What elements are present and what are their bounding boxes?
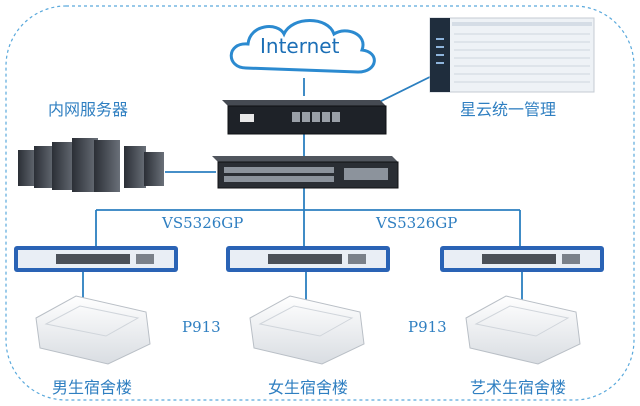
internet-cloud	[229, 19, 376, 74]
access-point-right	[465, 295, 581, 365]
access-switch-right	[440, 246, 604, 272]
management-label: 星云统一管理	[460, 100, 557, 119]
dorm-label-right: 艺术生宿舍楼	[470, 378, 567, 397]
switch-model-label-left: VS5326GP	[162, 214, 244, 232]
management-screen	[429, 17, 595, 93]
access-point-left	[35, 295, 151, 365]
server-rack-group	[18, 138, 164, 192]
switch-model-label-right: VS5326GP	[376, 214, 458, 232]
ap-model-label-left: P913	[182, 318, 221, 336]
server-label: 内网服务器	[48, 100, 129, 119]
dashed-frame	[5, 5, 635, 401]
access-point-middle	[249, 295, 365, 365]
dorm-label-left: 男生宿舍楼	[52, 378, 133, 397]
access-switch-middle	[226, 246, 390, 272]
dorm-label-middle: 女生宿舍楼	[268, 378, 349, 397]
ap-model-label-right: P913	[408, 318, 447, 336]
core-switch	[212, 156, 399, 189]
access-switch-left	[14, 246, 178, 272]
core-router	[222, 100, 387, 135]
internet-label: Internet	[260, 34, 340, 58]
